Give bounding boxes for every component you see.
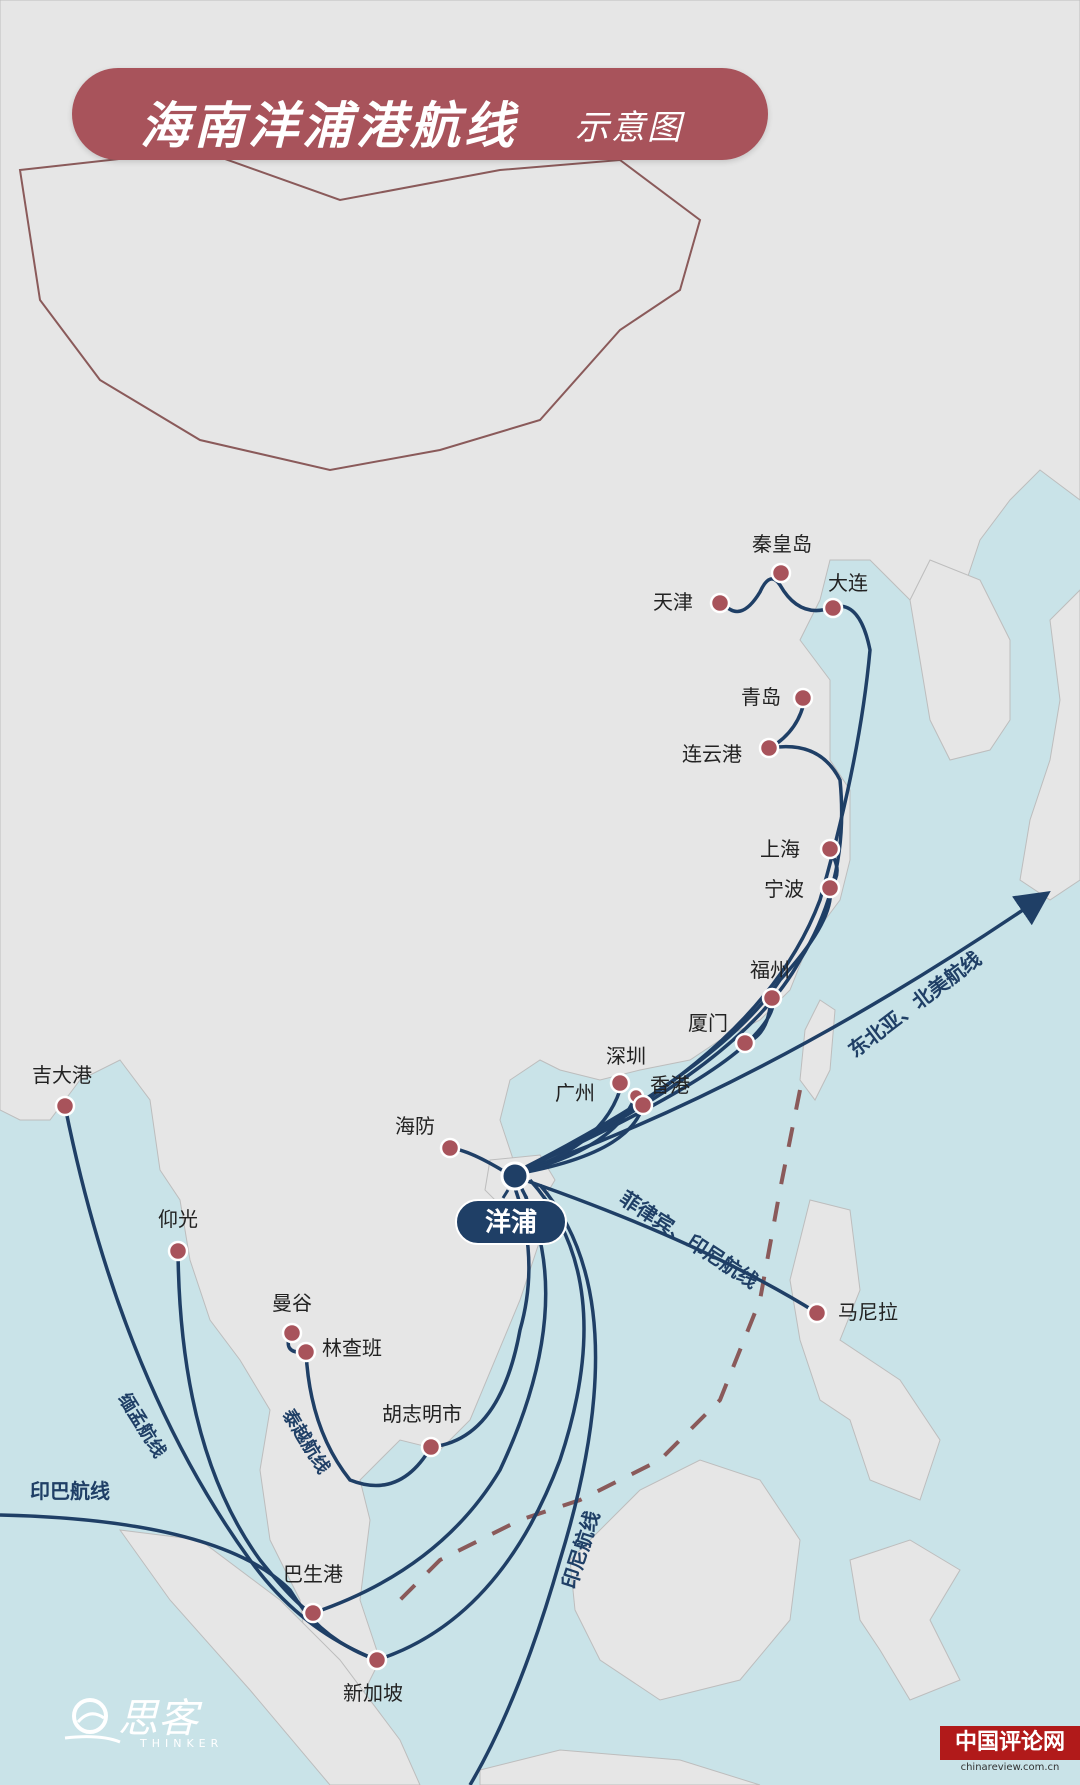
- watermark-badge: 中国评论网: [940, 1726, 1080, 1760]
- maritime-boundary: [398, 1089, 802, 1602]
- port-laemchabang: 林查班: [295, 1336, 382, 1363]
- port-shanghai: 上海: [760, 837, 841, 861]
- mongolia-border: [18, 148, 702, 472]
- port-label: 上海: [760, 837, 800, 861]
- route-prd-2: [509, 1096, 637, 1177]
- port-haiphong: 海防: [395, 1114, 461, 1159]
- thinker-logo-icon: [64, 1698, 121, 1744]
- map-title: 海南洋浦港航线: [140, 96, 518, 155]
- port-dalian: 大连: [822, 571, 868, 619]
- port-label: 青岛: [741, 685, 781, 709]
- route-prd-3: [509, 1104, 645, 1177]
- port-label: 厦门: [688, 1011, 728, 1035]
- port-label: 秦皇岛: [752, 532, 812, 556]
- java: [479, 1749, 761, 1785]
- port-label: 福州: [750, 958, 790, 982]
- borneo: [569, 1459, 801, 1701]
- port-label: 吉大港: [32, 1063, 92, 1087]
- port-bangkok: 曼谷: [272, 1291, 312, 1344]
- route-tianjin: [509, 577, 872, 1177]
- route-singapore: [376, 1178, 586, 1662]
- hub-label: 洋浦: [485, 1207, 537, 1238]
- port-label: 海防: [395, 1114, 435, 1138]
- port-portklang: 巴生港: [283, 1562, 343, 1624]
- port-tianjin: 天津: [653, 590, 731, 614]
- port-qinhuangdao: 秦皇岛: [752, 532, 812, 584]
- taiwan: [799, 999, 836, 1101]
- port-label: 胡志明市: [382, 1402, 462, 1426]
- port-label: 广州: [555, 1081, 595, 1105]
- mainland: [0, 0, 1080, 1721]
- port-label: 林查班: [322, 1336, 382, 1360]
- sumatra: [118, 1529, 421, 1785]
- port-label: 仰光: [158, 1207, 198, 1231]
- route-india-pakistan: [0, 1513, 378, 1662]
- port-hcmc: 胡志明市: [382, 1402, 462, 1458]
- watermark-url: chinareview.com.cn: [960, 1762, 1060, 1773]
- port-label: 新加坡: [343, 1681, 403, 1705]
- port-chittagong: 吉大港: [32, 1063, 92, 1117]
- port-label: 巴生港: [283, 1562, 343, 1586]
- hub-yangpu: 洋浦: [455, 1161, 567, 1245]
- port-label: 深圳: [606, 1044, 646, 1068]
- port-ningbo: 宁波: [764, 877, 841, 901]
- route-manila: [509, 1173, 818, 1315]
- japan: [1019, 589, 1080, 901]
- port-label: 曼谷: [272, 1291, 312, 1315]
- port-hongkong: 香港: [632, 1073, 690, 1116]
- port-label: 马尼拉: [838, 1300, 898, 1324]
- port-singapore: 新加坡: [343, 1649, 403, 1705]
- ports: 秦皇岛 天津 大连 青岛 连云港 上海 宁波 福州 厦门 深圳 广州 香港 海防…: [32, 532, 898, 1705]
- port-lianyungang: 连云港: [682, 737, 780, 766]
- map-subtitle: 示意图: [575, 108, 683, 148]
- korean-peninsula: [909, 559, 1011, 761]
- port-shenzhen: 深圳: [606, 1044, 646, 1094]
- port-label: 连云港: [682, 742, 742, 766]
- port-label: 香港: [650, 1073, 690, 1097]
- port-label: 宁波: [764, 877, 804, 901]
- port-label: 大连: [828, 571, 868, 595]
- route-portklang: [312, 1184, 548, 1615]
- logo-subtext: THINKER: [140, 1737, 224, 1750]
- title-banner: [72, 68, 768, 160]
- port-yangon: 仰光: [158, 1207, 198, 1262]
- port-fuzhou: 福州: [750, 958, 790, 1009]
- port-manila: 马尼拉: [806, 1300, 898, 1324]
- port-label: 天津: [653, 590, 693, 614]
- port-xiamen: 厦门: [688, 1011, 756, 1054]
- route-chittagong: [63, 1105, 378, 1662]
- route-label-india-pk: 印巴航线: [30, 1479, 110, 1503]
- sulawesi: [849, 1539, 961, 1701]
- port-qingdao: 青岛: [741, 685, 814, 709]
- route-thai-viet: [286, 1329, 433, 1488]
- logo-text: 思客: [118, 1696, 198, 1742]
- philippines: [789, 1199, 941, 1501]
- route-indonesia: [468, 1183, 598, 1785]
